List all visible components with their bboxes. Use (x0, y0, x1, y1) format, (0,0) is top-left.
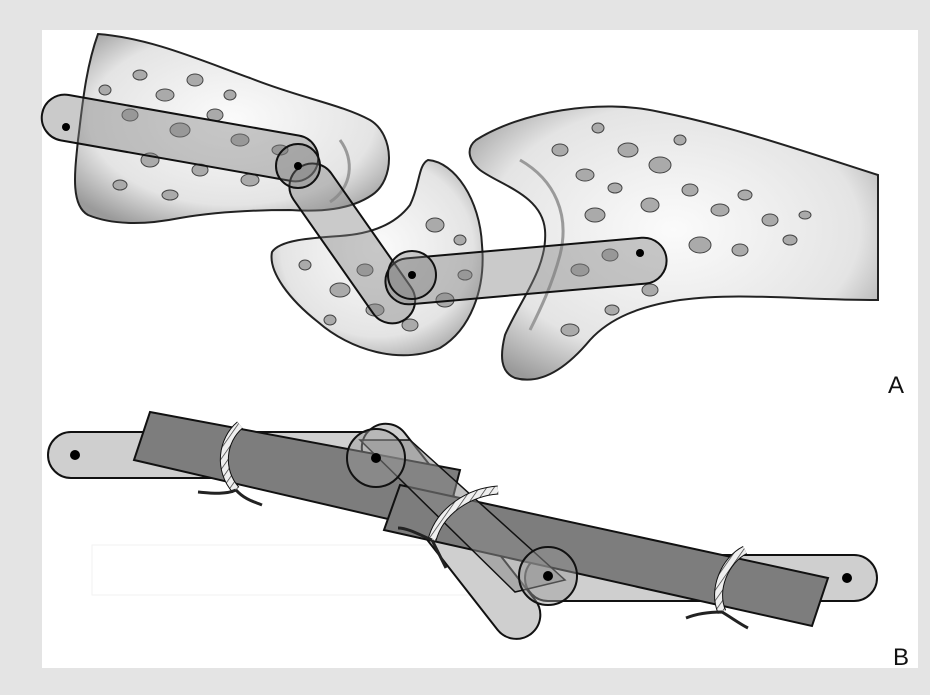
panel-b (48, 412, 877, 649)
radius-bone (470, 107, 878, 380)
panel-b-label: B (893, 644, 909, 672)
panel-a-label: A (888, 372, 904, 400)
panel-a (38, 34, 878, 380)
